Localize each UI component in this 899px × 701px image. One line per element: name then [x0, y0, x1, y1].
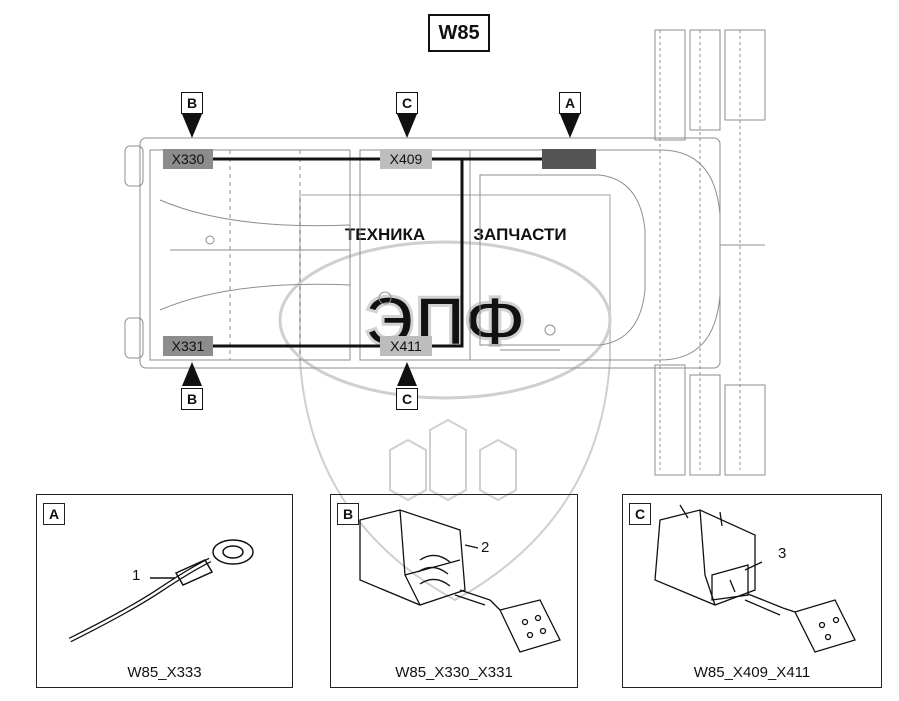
- connector-x331: X331: [163, 336, 213, 356]
- arrow-top-a: [560, 114, 580, 138]
- marker-bottom-b: B: [181, 388, 203, 410]
- arrow-bottom-b: [182, 362, 202, 386]
- harness-lines: [212, 157, 542, 348]
- panel-b-caption: W85_X330_X331: [395, 664, 513, 681]
- harness-bottom-line-right: [432, 159, 464, 348]
- ring-terminal-illustration: [68, 539, 254, 643]
- marker-top-b: B: [181, 92, 203, 114]
- diagram-title: W85: [428, 14, 490, 52]
- panel-c-caption: W85_X409_X411: [693, 664, 811, 681]
- callout-3: 3: [778, 545, 787, 562]
- pointer-arrows: [182, 114, 580, 386]
- connector-x411: X411: [380, 336, 432, 356]
- arrow-top-b: [182, 114, 202, 138]
- connector-c-illustration: [654, 504, 856, 653]
- connector-b-illustration: [359, 509, 561, 653]
- arrow-bottom-c: [397, 362, 417, 386]
- watermark-shield: [278, 194, 612, 602]
- connector-x409: X409: [380, 149, 432, 169]
- detail-panel-b: B 2 W85_X330_X331: [330, 494, 578, 688]
- callout-2: 2: [481, 539, 490, 556]
- panel-a-tag: A: [43, 503, 65, 525]
- chassis-outline: [124, 29, 766, 476]
- panel-b-tag: B: [337, 503, 359, 525]
- marker-top-c: C: [396, 92, 418, 114]
- connector-x333: [542, 149, 596, 169]
- marker-top-a: A: [559, 92, 581, 114]
- callout-1: 1: [132, 567, 141, 584]
- panel-a-caption: W85_X333: [127, 664, 202, 681]
- detail-panel-c: C 3 W85_X409_X411: [622, 494, 882, 688]
- watermark-right-text: ЗАПЧАСТИ: [473, 225, 566, 244]
- marker-bottom-c: C: [396, 388, 418, 410]
- panel-c-tag: C: [629, 503, 651, 525]
- connector-x330: X330: [163, 149, 213, 169]
- detail-panel-a: A 1 W85_X333: [36, 494, 293, 688]
- watermark-left-text: ТЕХНИКА: [345, 225, 425, 244]
- arrow-top-c: [397, 114, 417, 138]
